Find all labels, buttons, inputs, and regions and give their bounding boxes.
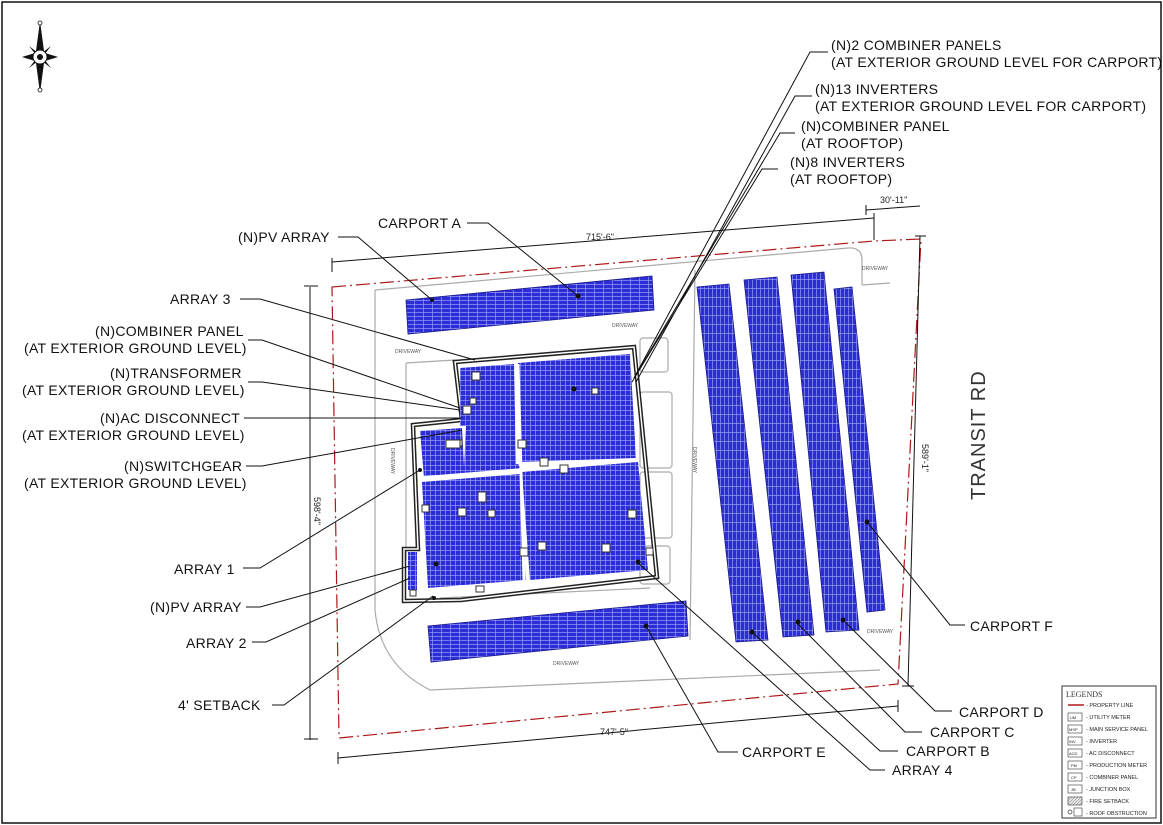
- svg-text:DRIVEWAY: DRIVEWAY: [691, 447, 697, 474]
- legend-item: UM - UTILITY METER: [1067, 712, 1131, 722]
- svg-text:- COMBINER PANEL: - COMBINER PANEL: [1086, 775, 1138, 781]
- label-pv-array-top: (N)PV ARRAY: [238, 229, 330, 245]
- legend-title: LEGENDS: [1066, 690, 1102, 699]
- svg-text:- PRODUCTION METER: - PRODUCTION METER: [1086, 763, 1147, 769]
- building-roof: [401, 344, 660, 604]
- svg-text:- JUNCTION BOX: - JUNCTION BOX: [1086, 787, 1131, 793]
- driveway-labels: DRIVEWAY DRIVEWAY DRIVEWAY DRIVEWAY DRIV…: [389, 266, 894, 667]
- carport-c-panels: [743, 276, 815, 638]
- legend-item: INV - INVERTER: [1067, 736, 1117, 746]
- array-3-panels: [460, 364, 516, 468]
- svg-text:INV: INV: [1069, 739, 1076, 744]
- svg-text:DRIVEWAY: DRIVEWAY: [553, 661, 580, 667]
- legend-item: CP - COMBINER PANEL: [1067, 772, 1138, 782]
- dimension-lines: [304, 205, 926, 764]
- svg-text:JB: JB: [1071, 787, 1076, 792]
- driveway-outline: [374, 247, 891, 691]
- carport-d-panels: [790, 271, 860, 633]
- label-array-2: ARRAY 2: [186, 635, 247, 651]
- svg-text:MSP: MSP: [1069, 727, 1078, 732]
- compass-rose-icon: [22, 20, 58, 93]
- legend-item: MSP - MAIN SERVICE PANEL: [1067, 724, 1148, 734]
- legend-item: JB - JUNCTION BOX: [1067, 784, 1131, 794]
- svg-text:- FIRE SETBACK: - FIRE SETBACK: [1086, 799, 1129, 805]
- label-carport-c: CARPORT C: [930, 724, 1015, 740]
- carport-e-panels: [427, 600, 689, 663]
- svg-text:DRIVEWAY: DRIVEWAY: [862, 266, 889, 272]
- svg-text:(AT EXTERIOR GROUND LEVEL): (AT EXTERIOR GROUND LEVEL): [22, 382, 245, 398]
- label-carport-b: CARPORT B: [906, 743, 990, 759]
- carport-arrays: [405, 271, 886, 663]
- road-name: TRANSIT RD: [968, 370, 990, 500]
- leader-dots: [418, 293, 870, 635]
- label-ac-disconnect: (N)AC DISCONNECT: [100, 410, 240, 426]
- legend-item: PM - PRODUCTION METER: [1067, 760, 1147, 770]
- svg-text:- ROOF OBSTRUCTION: - ROOF OBSTRUCTION: [1086, 811, 1147, 817]
- svg-text:CP: CP: [1071, 775, 1077, 780]
- rooftop-arrays: [408, 354, 654, 597]
- svg-text:DRIVEWAY: DRIVEWAY: [395, 349, 422, 355]
- svg-text:- MAIN SERVICE PANEL: - MAIN SERVICE PANEL: [1086, 727, 1148, 733]
- array-2-panels: [522, 462, 648, 580]
- svg-text:(AT EXTERIOR GROUND LEVEL): (AT EXTERIOR GROUND LEVEL): [22, 427, 245, 443]
- svg-text:- INVERTER: - INVERTER: [1086, 739, 1117, 745]
- small-array-panels: [408, 552, 417, 590]
- legend-item: - ROOF OBSTRUCTION: [1067, 807, 1147, 817]
- legend-item: ACD - AC DISCONNECT: [1067, 748, 1135, 758]
- label-carport-f: CARPORT F: [970, 618, 1053, 634]
- svg-text:598'-4": 598'-4": [312, 497, 322, 525]
- legend-box: LEGENDS - PROPERTY LINE UM - UTILITY MET…: [1061, 685, 1157, 819]
- svg-text:747'-5": 747'-5": [600, 727, 628, 737]
- array-1-lower-panels: [422, 474, 526, 588]
- leader-lines: [240, 51, 965, 771]
- svg-text:715'-6": 715'-6": [586, 232, 614, 242]
- svg-text:- PROPERTY LINE: - PROPERTY LINE: [1086, 703, 1134, 709]
- array-4-panels: [518, 354, 636, 462]
- legend-item: - PROPERTY LINE: [1068, 703, 1134, 709]
- label-array-1: ARRAY 1: [174, 561, 235, 577]
- callout-labels: (N)2 COMBINER PANELS (AT EXTERIOR GROUND…: [22, 37, 1162, 778]
- label-pv-array-bottom: (N)PV ARRAY: [150, 599, 242, 615]
- label-array-3: ARRAY 3: [170, 291, 231, 307]
- svg-text:589'-1": 589'-1": [920, 444, 930, 472]
- svg-text:(AT EXTERIOR GROUND LEVEL FOR: (AT EXTERIOR GROUND LEVEL FOR CARPORT): [815, 98, 1146, 114]
- carport-f-panels: [833, 286, 886, 613]
- svg-text:DRIVEWAY: DRIVEWAY: [867, 629, 894, 635]
- svg-text:- AC DISCONNECT: - AC DISCONNECT: [1086, 751, 1135, 757]
- svg-text:(AT EXTERIOR GROUND LEVEL FOR: (AT EXTERIOR GROUND LEVEL FOR CARPORT): [831, 54, 1162, 70]
- label-transformer: (N)TRANSFORMER: [110, 365, 242, 381]
- svg-text:(AT ROOFTOP): (AT ROOFTOP): [790, 171, 892, 187]
- label-carport-d: CARPORT D: [959, 704, 1044, 720]
- svg-text:(AT EXTERIOR GROUND LEVEL): (AT EXTERIOR GROUND LEVEL): [24, 475, 247, 491]
- label-combiner-panels-carport: (N)2 COMBINER PANELS: [831, 37, 1002, 53]
- svg-text:(AT ROOFTOP): (AT ROOFTOP): [801, 135, 903, 151]
- label-carport-e: CARPORT E: [742, 744, 826, 760]
- label-inverters-rooftop: (N)8 INVERTERS: [790, 154, 905, 170]
- svg-text:ACD: ACD: [1069, 751, 1078, 756]
- label-switchgear: (N)SWITCHGEAR: [124, 458, 242, 474]
- svg-text:(AT EXTERIOR GROUND LEVEL): (AT EXTERIOR GROUND LEVEL): [24, 340, 247, 356]
- label-setback: 4' SETBACK: [178, 697, 261, 713]
- svg-text:DRIVEWAY: DRIVEWAY: [612, 323, 639, 329]
- svg-text:- UTILITY METER: - UTILITY METER: [1086, 715, 1131, 721]
- svg-text:DRIVEWAY: DRIVEWAY: [389, 448, 395, 475]
- svg-text:UM: UM: [1070, 715, 1076, 720]
- dimension-texts: 715'-6" 30'-11" 598'-4" 589'-1" 747'-5": [312, 195, 930, 737]
- label-combiner-rooftop: (N)COMBINER PANEL: [801, 118, 950, 134]
- label-array-4: ARRAY 4: [892, 762, 953, 778]
- svg-text:PM: PM: [1071, 763, 1077, 768]
- svg-text:30'-11": 30'-11": [880, 195, 907, 205]
- label-inverters-carport: (N)13 INVERTERS: [815, 81, 938, 97]
- carport-b-panels: [696, 283, 769, 643]
- legend-item: - FIRE SETBACK: [1067, 796, 1129, 806]
- label-combiner-ground: (N)COMBINER PANEL: [95, 323, 244, 339]
- carport-a-panels: [405, 275, 655, 335]
- label-carport-a: CARPORT A: [378, 215, 461, 231]
